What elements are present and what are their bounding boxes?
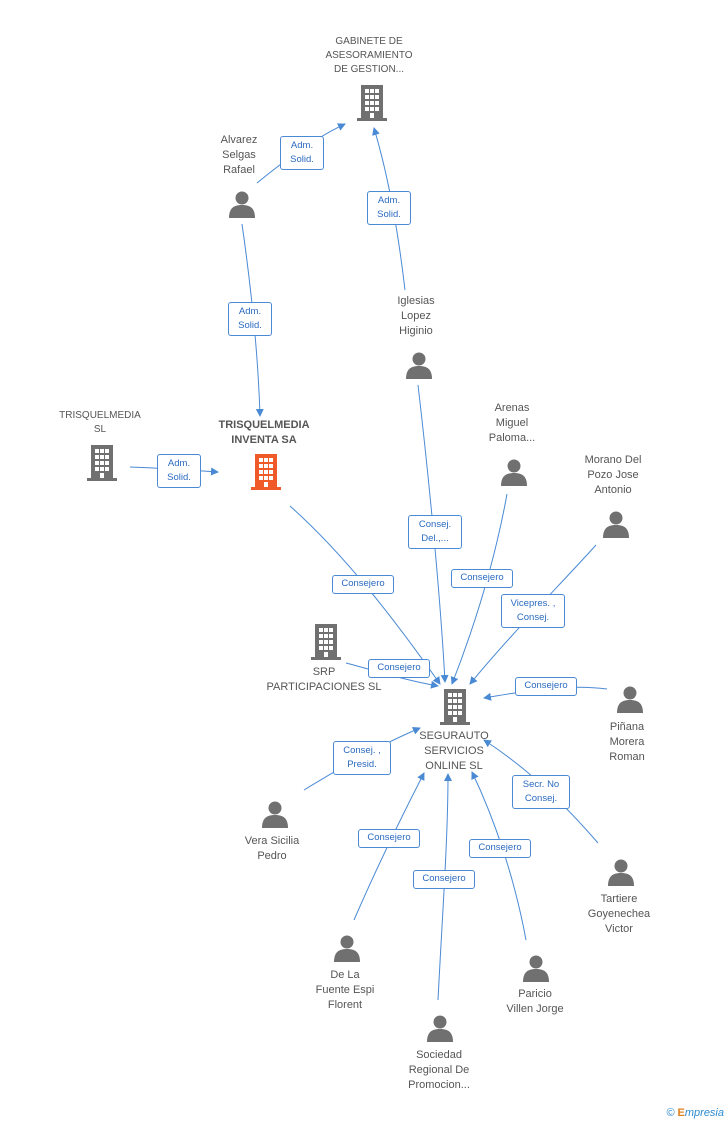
node-label-alvarez[interactable]: Alvarez Selgas Rafael xyxy=(220,134,258,176)
person-icon xyxy=(405,351,433,379)
building-icon xyxy=(251,454,281,490)
node-label-sociedad[interactable]: Sociedad Regional De Promocion... xyxy=(408,1049,470,1091)
node-label-trisquelmedia-inventa[interactable]: TRISQUELMEDIA INVENTA SA xyxy=(218,419,310,446)
edge-label-morano-segurauto[interactable]: Vicepres. , Consej. xyxy=(501,594,565,628)
node-label-tartiere[interactable]: Tartiere Goyenechea Victor xyxy=(587,893,651,935)
person-icon xyxy=(500,458,528,486)
building-icon xyxy=(87,445,117,481)
building-icon xyxy=(440,689,470,725)
edge-label-iglesias-gabinete[interactable]: Adm. Solid. xyxy=(367,191,411,225)
edge-label-vera-segurauto[interactable]: Consej. , Presid. xyxy=(333,741,391,775)
node-label-paricio[interactable]: Paricio Villen Jorge xyxy=(506,988,564,1015)
person-icon xyxy=(616,685,644,713)
node-label-srp[interactable]: SRP PARTICIPACIONES SL xyxy=(266,666,382,693)
edge-label-delafuente-segurauto[interactable]: Consejero xyxy=(358,829,420,848)
person-icon xyxy=(333,934,361,962)
brand-logo: © Empresia xyxy=(666,1107,724,1119)
edge-label-inventa-segurauto[interactable]: Consejero xyxy=(332,575,394,594)
node-label-iglesias[interactable]: Iglesias Lopez Higinio xyxy=(397,295,435,337)
building-icon xyxy=(357,85,387,121)
edge-label-arenas-segurauto[interactable]: Consejero xyxy=(451,569,513,588)
brand-initial: E xyxy=(677,1107,685,1119)
copyright-symbol: © xyxy=(666,1107,675,1119)
node-label-trisquelmedia-sl[interactable]: TRISQUELMEDIA SL xyxy=(59,410,141,435)
person-icon xyxy=(602,510,630,538)
person-icon xyxy=(426,1014,454,1042)
edge-label-pinana-segurauto[interactable]: Consejero xyxy=(515,677,577,696)
edge-label-iglesias-segurauto[interactable]: Consej. Del.,... xyxy=(408,515,462,549)
edge-label-tartiere-segurauto[interactable]: Secr. No Consej. xyxy=(512,775,570,809)
edge-label-alvarez-gabinete[interactable]: Adm. Solid. xyxy=(280,136,324,170)
node-label-arenas[interactable]: Arenas Miguel Paloma... xyxy=(488,402,536,444)
edge-label-trisquelsl-inventa[interactable]: Adm. Solid. xyxy=(157,454,201,488)
person-icon xyxy=(228,190,256,218)
edge-label-paricio-segurauto[interactable]: Consejero xyxy=(469,839,531,858)
node-label-gabinete[interactable]: GABINETE DE ASESORAMIENTO DE GESTION... xyxy=(325,36,413,75)
brand-name: mpresia xyxy=(684,1107,724,1119)
node-label-vera[interactable]: Vera Sicilia Pedro xyxy=(244,835,300,862)
node-label-segurauto[interactable]: SEGURAUTO SERVICIOS ONLINE SL xyxy=(419,730,489,772)
node-label-pinana[interactable]: Piñana Morera Roman xyxy=(609,721,645,763)
edge-arenas-segurauto xyxy=(450,493,508,685)
edge-label-alvarez-trisquel[interactable]: Adm. Solid. xyxy=(228,302,272,336)
person-icon xyxy=(261,800,289,828)
edge-label-sociedad-segurauto[interactable]: Consejero xyxy=(413,870,475,889)
person-icon xyxy=(522,954,550,982)
building-icon xyxy=(311,624,341,660)
node-label-delafuente[interactable]: De La Fuente Espi Florent xyxy=(315,969,375,1011)
person-icon xyxy=(607,858,635,886)
node-label-morano[interactable]: Morano Del Pozo Jose Antonio xyxy=(584,454,642,496)
edge-label-srp-segurauto[interactable]: Consejero xyxy=(368,659,430,678)
